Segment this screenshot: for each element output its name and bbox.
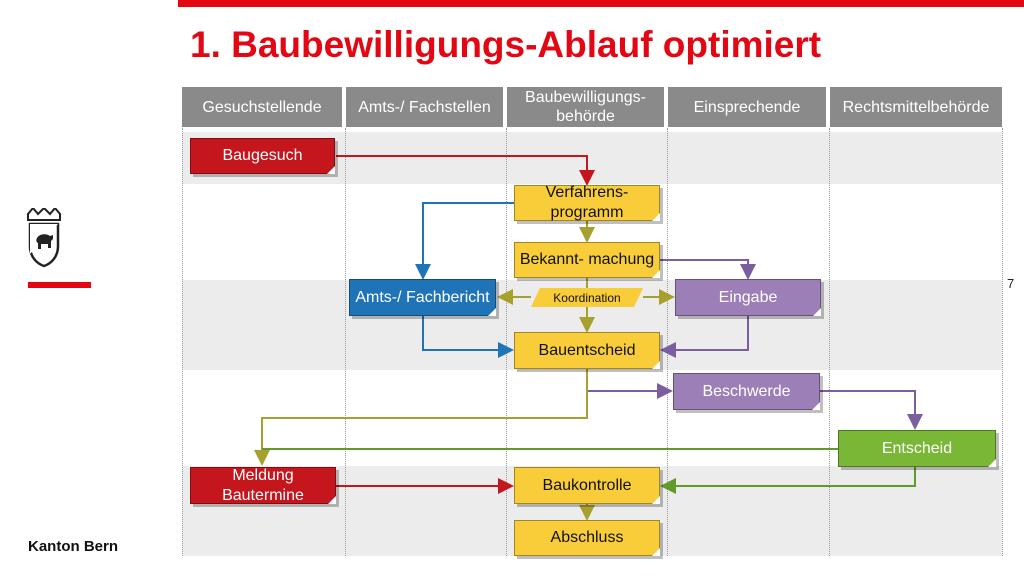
arrow-beschwerde-entscheid bbox=[820, 390, 923, 430]
lane-divider bbox=[829, 128, 830, 556]
lane-header-gesuchstellende: Gesuchstellende bbox=[182, 87, 342, 127]
top-red-bar bbox=[178, 0, 1024, 7]
page-number: 7 bbox=[1007, 276, 1015, 291]
lane-divider bbox=[345, 128, 346, 556]
lane-header-rechtsmittelbehoerde: Rechtsmittelbehörde bbox=[830, 87, 1002, 127]
arrow-bauentscheid-meldung bbox=[254, 369, 588, 466]
lane-header-behoerde: Baubewilligungs- behörde bbox=[507, 87, 664, 127]
arrow-entscheid-baukontrolle bbox=[660, 467, 916, 494]
lane-header-fachstellen: Amts-/ Fachstellen bbox=[346, 87, 503, 127]
box-fachbericht: Amts-/ Fachbericht bbox=[349, 279, 496, 316]
arrow-baugesuch-verfahren bbox=[336, 155, 595, 186]
arrow-bauentscheid-beschwerde bbox=[586, 369, 673, 399]
footer-kanton: Kanton Bern bbox=[28, 538, 118, 555]
bern-coat-of-arms-icon bbox=[27, 208, 61, 268]
arrow-eingabe-bauentscheid bbox=[660, 316, 749, 358]
arrow-fachbericht-bauentscheid bbox=[422, 316, 514, 358]
box-meldung-bautermine: Meldung Bautermine bbox=[190, 467, 336, 504]
page-title: 1. Baubewilligungs-Ablauf optimiert bbox=[190, 24, 822, 65]
arrow-verfahren-fachbericht bbox=[415, 202, 514, 280]
box-verfahrensprogramm: Verfahrens- programm bbox=[514, 184, 660, 221]
box-bekanntmachung: Bekannt- machung bbox=[514, 242, 660, 278]
box-entscheid: Entscheid bbox=[838, 430, 996, 467]
lane-divider bbox=[1002, 128, 1003, 556]
lane-header-einsprechende: Einsprechende bbox=[668, 87, 826, 127]
box-koordination: Koordination bbox=[531, 288, 643, 307]
box-eingabe: Eingabe bbox=[675, 279, 821, 316]
lane-divider bbox=[182, 128, 183, 556]
box-baugesuch: Baugesuch bbox=[190, 138, 335, 174]
box-abschluss: Abschluss bbox=[514, 520, 660, 556]
logo-underline bbox=[28, 282, 91, 288]
box-baukontrolle: Baukontrolle bbox=[514, 467, 660, 504]
box-beschwerde: Beschwerde bbox=[673, 373, 820, 410]
arrow-bekannt-eingabe bbox=[660, 259, 756, 280]
box-bauentscheid: Bauentscheid bbox=[514, 332, 660, 369]
